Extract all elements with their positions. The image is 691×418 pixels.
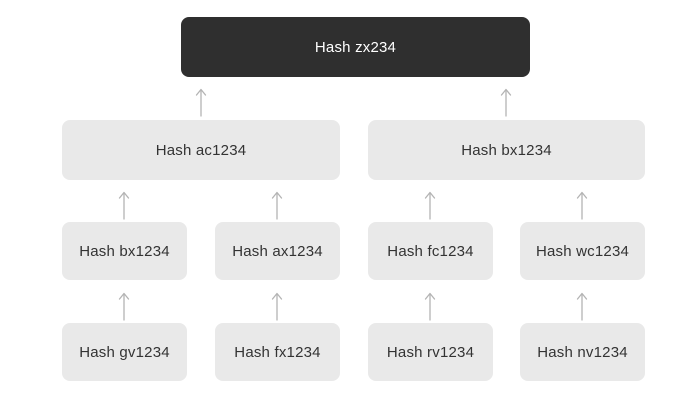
up-arrow-icon	[576, 292, 588, 321]
tree-node-label: Hash ax1234	[232, 242, 323, 260]
up-arrow-icon	[271, 191, 283, 220]
up-arrow-icon	[424, 191, 436, 220]
tree-node-root-label: Hash zx234	[314, 38, 397, 56]
tree-node-label: Hash bx1234	[79, 242, 170, 260]
tree-node-label: Hash bx1234	[461, 141, 552, 159]
tree-node-level4-4: Hash nv1234	[520, 323, 645, 381]
up-arrow-icon	[118, 191, 130, 220]
up-arrow-icon	[195, 88, 207, 117]
tree-node-level3-1: Hash bx1234	[62, 222, 187, 280]
tree-node-label: Hash fx1234	[234, 343, 321, 361]
tree-node-label: Hash wc1234	[535, 242, 630, 260]
up-arrow-icon	[424, 292, 436, 321]
up-arrow-icon	[271, 292, 283, 321]
tree-node-level2-right: Hash bx1234	[368, 120, 645, 180]
up-arrow-icon	[500, 88, 512, 117]
tree-node-label: Hash fc1234	[387, 242, 474, 260]
tree-node-label: Hash ac1234	[155, 141, 247, 159]
tree-node-label: Hash nv1234	[537, 343, 628, 361]
tree-node-level4-3: Hash rv1234	[368, 323, 493, 381]
tree-node-level4-2: Hash fx1234	[215, 323, 340, 381]
tree-node-level4-1: Hash gv1234	[62, 323, 187, 381]
tree-node-level3-4: Hash wc1234	[520, 222, 645, 280]
up-arrow-icon	[118, 292, 130, 321]
tree-node-level2-left: Hash ac1234	[62, 120, 340, 180]
tree-node-label: Hash rv1234	[386, 343, 475, 361]
up-arrow-icon	[576, 191, 588, 220]
tree-node-level3-3: Hash fc1234	[368, 222, 493, 280]
tree-node-level3-2: Hash ax1234	[215, 222, 340, 280]
tree-node-label: Hash gv1234	[79, 343, 170, 361]
tree-node-root: Hash zx234	[181, 17, 530, 77]
